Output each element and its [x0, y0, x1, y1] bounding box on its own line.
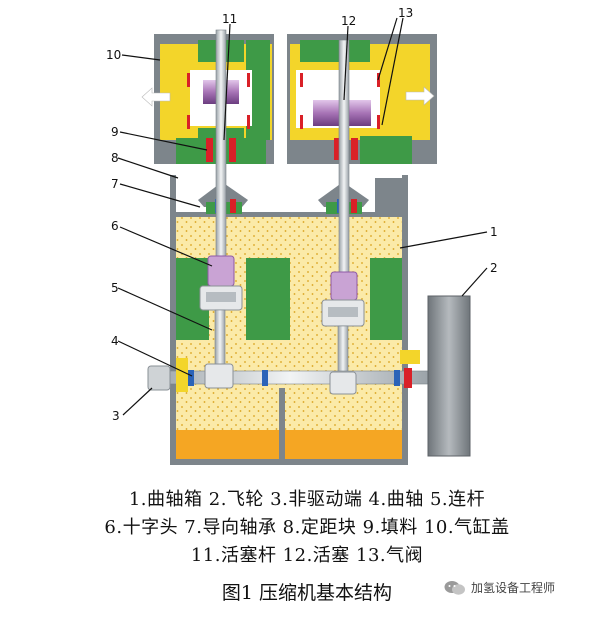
- callout-1: 1: [490, 225, 498, 239]
- callout-3: 3: [112, 409, 120, 423]
- connecting-rod-left: [214, 309, 226, 373]
- callout-13: 13: [398, 6, 413, 20]
- callout-5: 5: [111, 281, 119, 295]
- wechat-icon: [444, 580, 465, 595]
- callout-10: 10: [106, 48, 121, 62]
- flywheel: [427, 295, 471, 457]
- callout-11: 11: [222, 12, 237, 26]
- legend-line-1: 1.曲轴箱 2.飞轮 3.非驱动端 4.曲轴 5.连杆: [128, 489, 486, 510]
- watermark-text: 加氢设备工程师: [471, 581, 556, 595]
- callout-8: 8: [111, 151, 119, 165]
- legend-line-3: 11.活塞杆 12.活塞 13.气阀: [190, 545, 424, 566]
- crosshead-right: [321, 271, 365, 327]
- crankshaft: [149, 350, 431, 395]
- crankcase: [170, 175, 408, 465]
- callout-12: 12: [341, 14, 356, 28]
- callout-lines: [117, 17, 488, 416]
- piston-rod-right: [338, 39, 350, 279]
- watermark: 加氢设备工程师: [444, 579, 555, 596]
- arrow-left-icon: [141, 87, 171, 107]
- arrow-right-icon: [405, 86, 435, 106]
- legend-line-2: 6.十字头 7.导向轴承 8.定距块 9.填料 10.气缸盖: [104, 517, 510, 538]
- callout-4: 4: [111, 334, 119, 348]
- compressor-diagram: 10 11 12 13 9 8 7 6 5 4 3 1 2: [106, 6, 498, 465]
- packing: [206, 138, 358, 162]
- callout-2: 2: [490, 261, 498, 275]
- non-drive-end: [147, 358, 188, 392]
- piston-rod-left: [215, 29, 227, 263]
- callout-6: 6: [111, 219, 119, 233]
- callout-7: 7: [111, 177, 119, 191]
- crosshead-left: [199, 255, 243, 311]
- callout-9: 9: [111, 125, 119, 139]
- cylinder-right: [287, 34, 437, 164]
- figure-caption: 图1 压缩机基本结构: [221, 582, 393, 604]
